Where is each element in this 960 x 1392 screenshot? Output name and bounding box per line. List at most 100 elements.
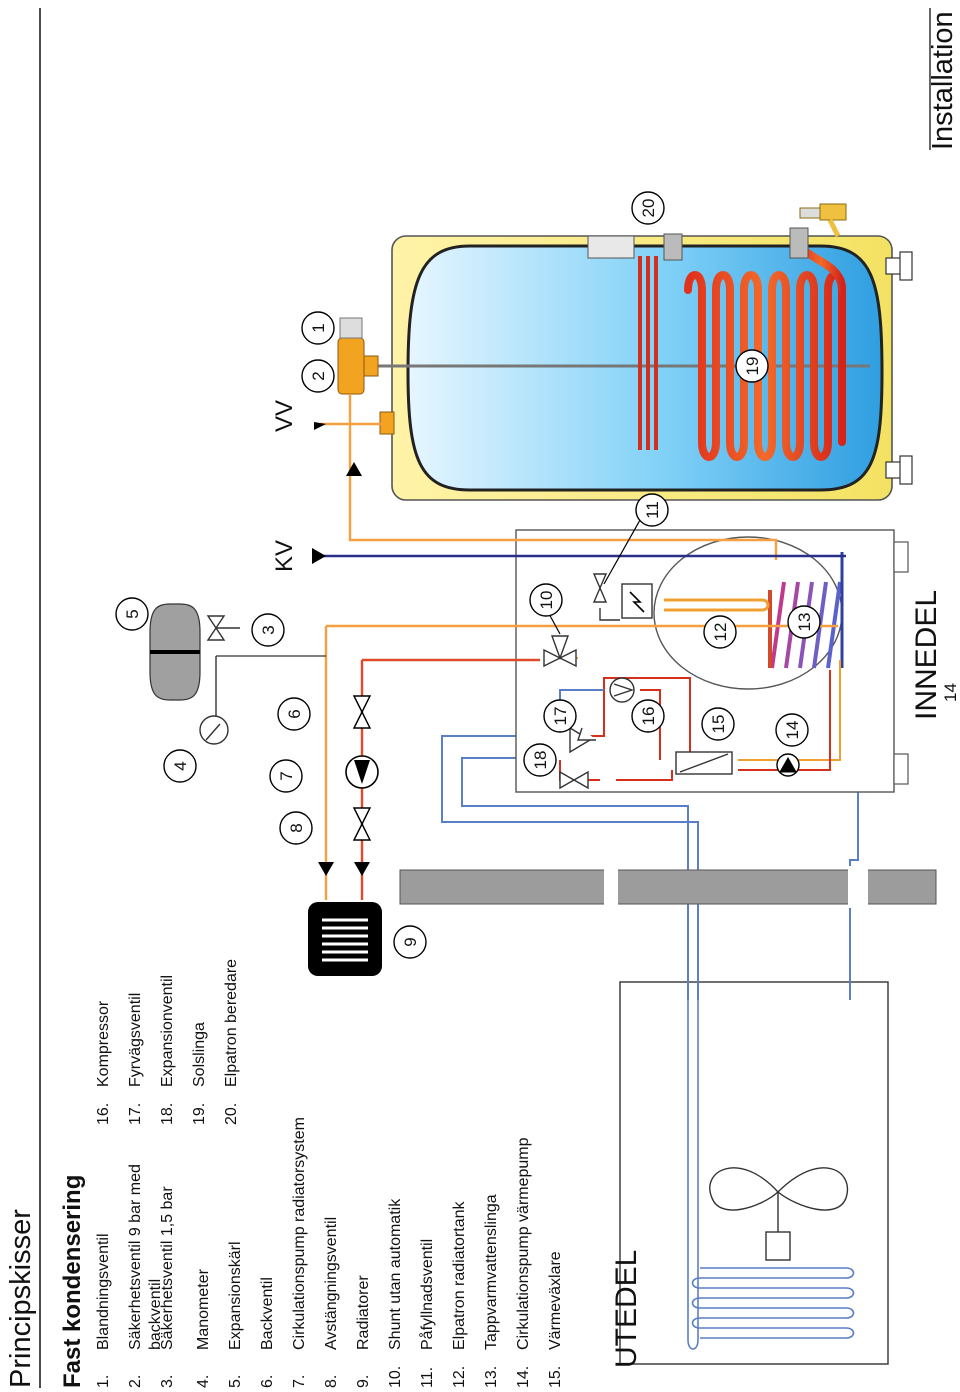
callout-number: 20 [639, 199, 658, 218]
callout-number: 9 [401, 937, 420, 946]
tank-immersion-heater-icon [638, 256, 658, 450]
legend-number: 13. [483, 1366, 500, 1388]
callout-circle [775, 713, 809, 747]
legend-text: Expansionventil [159, 975, 176, 1087]
legend-text: Cirkulationspump radiatorsystem [291, 1117, 308, 1350]
legend-text: Värmeväxlare [547, 1251, 564, 1350]
radiator-pump-icon [345, 755, 379, 789]
legend-text: Expansionskärl [227, 1242, 244, 1351]
callout-number: 12 [711, 623, 730, 642]
callout-circle [543, 699, 577, 733]
callout-circle [787, 605, 821, 639]
legend-number: 16. [95, 1103, 112, 1125]
callout-number: 15 [709, 715, 728, 734]
legend-number: 14. [515, 1366, 532, 1388]
callout-circle [701, 707, 735, 741]
legend-text: Tappvarmvattenslinga [483, 1194, 500, 1350]
evaporator-coil-icon [687, 1000, 855, 1350]
callout-number: 7 [277, 771, 296, 780]
legend-number: 15. [547, 1366, 564, 1388]
callout-number: 19 [743, 357, 762, 376]
kv-label: KV [271, 540, 298, 572]
callout-number: 2 [309, 371, 328, 380]
radiator-valve-icon [352, 695, 372, 841]
radiator-icon [308, 902, 382, 976]
callout-circle [163, 749, 197, 783]
shunt-valve-icon [543, 635, 577, 668]
callout-circle [301, 311, 335, 345]
legend-number: 6. [259, 1375, 276, 1388]
chapter-title: Installation [927, 11, 959, 150]
flow-arrows [312, 422, 370, 876]
legend-text: Radiatorer [355, 1275, 372, 1350]
legend-text: Säkerhetsventil 1,5 bar [159, 1186, 176, 1350]
legend-text: Påfyllnadsventil [418, 1239, 436, 1350]
legend-text: Shunt utan automatik [387, 1198, 404, 1350]
legend-number: 3. [159, 1375, 176, 1388]
four-way-valve-icon [569, 726, 596, 754]
callout-number: 17 [551, 707, 570, 726]
legend-number: 11. [419, 1367, 436, 1388]
callout-number: 5 [123, 609, 142, 618]
legend-text: Manometer [195, 1268, 212, 1350]
legend-text: Avstängningsventil [323, 1217, 340, 1350]
legend-number: 8. [323, 1375, 340, 1388]
callout-circle [115, 597, 149, 631]
legend-number: 18. [159, 1103, 176, 1125]
page-number: 14 [941, 683, 960, 702]
manometer-icon [199, 656, 229, 745]
vv-label: VV [271, 400, 298, 432]
legend-text: Solslinga [191, 1022, 208, 1087]
outdoor-unit: UTEDEL [610, 981, 889, 1368]
expansion-valve-icon [559, 770, 589, 790]
elpatron-fitting-icon [799, 203, 847, 238]
callout-circle [523, 743, 557, 777]
callout-circle [529, 583, 563, 617]
callout-number: 3 [259, 625, 278, 634]
callout-circle [635, 493, 669, 527]
callout-number: 18 [531, 751, 550, 770]
indoor-unit: INNEDEL 14 [515, 529, 960, 793]
callout-number: 1 [309, 323, 328, 332]
callout-circle [301, 359, 335, 393]
mixing-valve-icon [337, 317, 379, 395]
section-title: Principskisser [5, 1209, 37, 1388]
fan-icon [709, 1167, 849, 1261]
legend-text: Säkerhetsventil 9 bar med [127, 1164, 144, 1350]
safety-valve-icon [206, 615, 240, 641]
legend-number: 2. [127, 1375, 144, 1388]
legend-number: 12. [451, 1366, 468, 1388]
tank-foot-icon [885, 251, 913, 485]
hot-water-heater [337, 203, 913, 501]
callout-circle [703, 615, 737, 649]
legend-number: 17. [127, 1103, 144, 1125]
legend-number: 7. [291, 1375, 308, 1388]
legend-number: 1. [95, 1375, 112, 1388]
innedel-label: INNEDEL [910, 590, 943, 720]
legend-text: Elpatron beredare [223, 959, 240, 1087]
legend-number: 19. [191, 1103, 208, 1125]
legend-text-continued: backventil [147, 1279, 164, 1350]
callout-number: 11 [643, 501, 662, 519]
callout-number: 8 [287, 823, 306, 832]
utedel-label: UTEDEL [610, 1250, 643, 1368]
legend-text: Backventil [259, 1277, 276, 1350]
compressor-icon [609, 677, 635, 703]
legend-text: Elpatron radiatortank [451, 1200, 468, 1350]
callout-number: 16 [639, 707, 658, 726]
legend-number: 10. [387, 1366, 404, 1388]
house-wall [399, 866, 937, 908]
fill-valve-icon [592, 573, 608, 603]
legend-text: Kompressor [95, 1000, 112, 1087]
heat-pump-circulation-pump-icon [776, 753, 800, 777]
callout-circle [631, 699, 665, 733]
legend-number: 20. [223, 1103, 240, 1125]
legend-text: Cirkulationspump värmepump [515, 1137, 532, 1350]
callout-number: 4 [171, 761, 190, 770]
expansion-vessel-icon [149, 603, 201, 701]
callout-number: 6 [285, 709, 304, 718]
callout-circle [735, 349, 769, 383]
immersion-heater-icon [621, 583, 770, 619]
